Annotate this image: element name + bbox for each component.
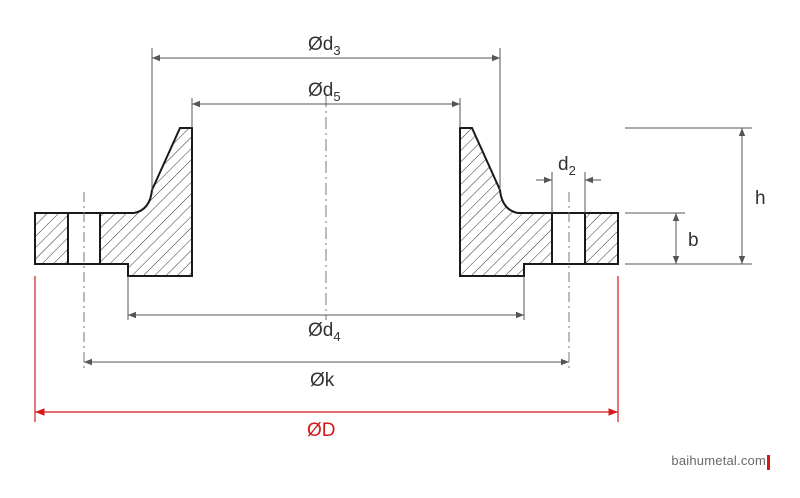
right-flange-rim [584,212,619,265]
left-hub-body [99,127,193,277]
right-hub-body [459,127,553,277]
watermark-accent-bar [767,455,770,470]
h-label: h [755,188,766,209]
left-flange-section [34,127,193,372]
b-label: b [688,230,699,251]
left-flange-rim [34,212,69,265]
k-label: Øk [310,370,335,391]
watermark-text: baihumetal.com [671,453,766,468]
D-label: ØD [307,420,336,441]
d5-label: Ød5 [308,80,341,104]
extension-lines [127,48,752,320]
d3-label: Ød3 [308,34,341,58]
d4-label: Ød4 [308,320,341,344]
right-flange-section [459,127,619,372]
d2-label: d2 [558,154,576,178]
